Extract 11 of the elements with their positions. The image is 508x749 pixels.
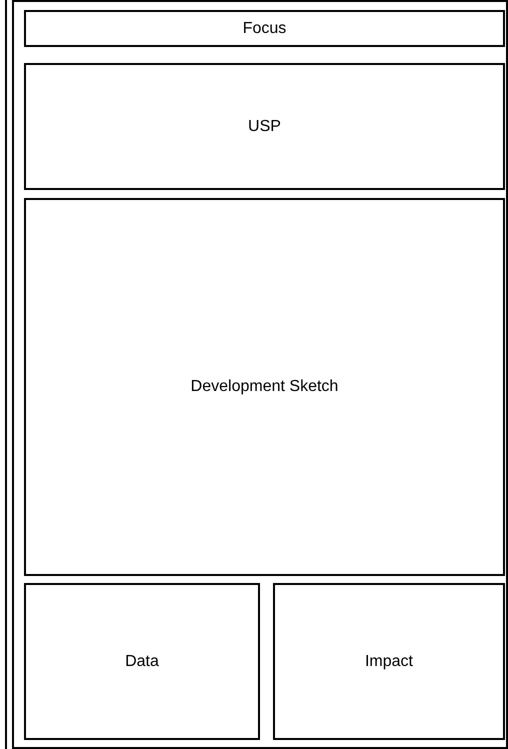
section-box <box>273 583 505 740</box>
section-label: USP <box>248 118 281 136</box>
section-box <box>24 63 505 190</box>
section-box <box>24 583 260 740</box>
section-label: Focus <box>242 20 286 38</box>
section-box <box>24 10 505 47</box>
section-box <box>24 198 505 576</box>
frame-box <box>12 0 508 749</box>
section-label: Development Sketch <box>190 378 338 396</box>
section-label: Data <box>125 652 159 670</box>
section-label: Impact <box>364 652 413 670</box>
